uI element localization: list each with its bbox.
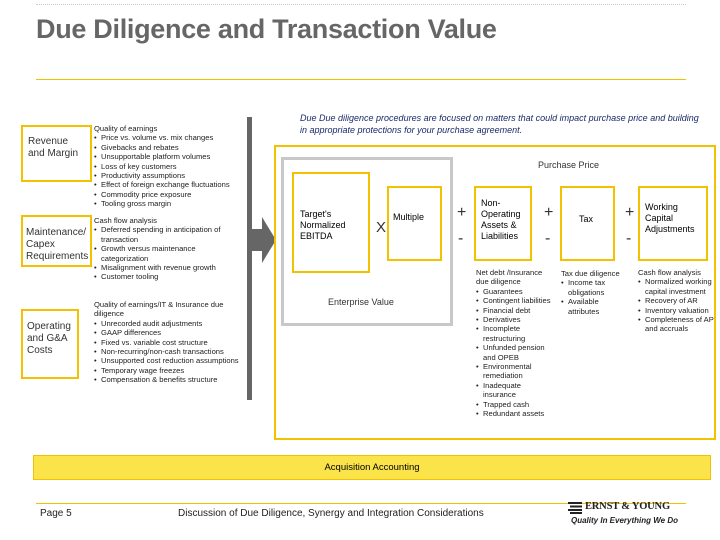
list-item: Guarantees [476,287,556,297]
working-capital-detail-list: Normalized working capital investment Re… [638,277,714,333]
list-item: Growth versus maintenance categorization [94,244,244,263]
minus-sign: - [626,230,632,247]
list-item: Commodity price exposure [94,190,244,200]
list-item: Contingent liabilities [476,296,556,306]
page-title: Due Diligence and Transaction Value [36,14,497,44]
list-item: Unrecorded audit adjustments [94,319,244,329]
list-item: Non-recurring/non-cash transactions [94,347,244,357]
enterprise-value-frame [281,157,453,326]
logo-mark-icon [568,502,582,514]
divider-bar [247,117,252,400]
list-item: Tooling gross margin [94,199,244,209]
list-item: Compensation & benefits structure [94,375,244,385]
list-item: Productivity assumptions [94,171,244,181]
list-item: Customer tooling [94,272,244,282]
list-item: Misalignment with revenue growth [94,263,244,273]
logo-tagline: Quality In Everything We Do [571,516,678,525]
plus-sign: + [625,204,635,221]
capex-detail: Cash flow analysis Deferred spending in … [94,216,244,282]
acquisition-accounting-bar: Acquisition Accounting [33,455,711,480]
tax-detail-heading: Tax due diligence [561,269,620,278]
list-item: Givebacks and rebates [94,143,244,153]
capex-detail-heading: Cash flow analysis [94,216,157,225]
enterprise-value-label: Enterprise Value [328,297,394,307]
minus-sign: - [545,230,551,247]
list-item: Fixed vs. variable cost structure [94,338,244,348]
footer-title: Discussion of Due Diligence, Synergy and… [178,508,484,519]
ebitda-box: Target's Normalized EBITDA [292,172,370,273]
tax-box: Tax [560,186,615,261]
operating-detail-heading: Quality of earnings/IT & Insurance due d… [94,300,224,319]
tax-detail-list: Income tax obligations Available attribu… [561,278,631,316]
plus-sign: + [457,204,467,221]
purchase-price-label: Purchase Price [538,160,600,170]
capex-detail-list: Deferred spending in anticipation of tra… [94,225,244,282]
list-item: Price vs. volume vs. mix changes [94,133,244,143]
top-dotted-rule [36,4,686,5]
list-item: Unsupported cost reduction assumptions [94,356,244,366]
list-item: Unsupportable platform volumes [94,152,244,162]
non-operating-detail: Net debt /Insurance due diligence Guaran… [476,268,556,419]
non-operating-box: Non-Operating Assets & Liabilities [474,186,532,261]
footer-rule [36,503,686,504]
list-item: Redundant assets [476,409,556,419]
list-item: Trapped cash [476,400,556,410]
tax-detail: Tax due diligence Income tax obligations… [561,269,631,316]
category-capex-box: Maintenance/ Capex Requirements [21,215,92,267]
category-revenue-box: Revenue and Margin [21,125,92,182]
title-underline [36,79,686,80]
list-item: Derivatives [476,315,556,325]
non-operating-detail-heading: Net debt /Insurance due diligence [476,268,543,287]
list-item: Unfunded pension and OPEB [476,343,556,362]
flow-arrow-icon [252,217,276,263]
revenue-detail: Quality of earnings Price vs. volume vs.… [94,124,244,209]
list-item: Income tax obligations [561,278,631,297]
list-item: Normalized working capital investment [638,277,714,296]
list-item: Available attributes [561,297,631,316]
plus-sign: + [544,204,554,221]
times-sign: X [376,219,387,236]
list-item: Loss of key customers [94,162,244,172]
list-item: Deferred spending in anticipation of tra… [94,225,244,244]
revenue-detail-list: Price vs. volume vs. mix changes Givebac… [94,133,244,209]
list-item: Effect of foreign exchange fluctuations [94,180,244,190]
list-item: Environmental remediation [476,362,556,381]
working-capital-detail-heading: Cash flow analysis [638,268,701,277]
list-item: Recovery of AR [638,296,714,306]
category-operating-box: Operating and G&A Costs [21,309,79,379]
page-number: Page 5 [40,508,72,519]
working-capital-detail: Cash flow analysis Normalized working ca… [638,268,714,334]
list-item: Financial debt [476,306,556,316]
multiple-box: Multiple [387,186,442,261]
non-operating-detail-list: Guarantees Contingent liabilities Financ… [476,287,556,419]
logo-wordmark: ERNST & YOUNG [585,501,670,512]
list-item: GAAP differences [94,328,244,338]
list-item: Temporary wage freezes [94,366,244,376]
working-capital-box: Working Capital Adjustments [638,186,708,261]
operating-detail-list: Unrecorded audit adjustments GAAP differ… [94,319,244,385]
revenue-detail-heading: Quality of earnings [94,124,158,133]
intro-text: Due Due diligence procedures are focused… [300,113,699,135]
list-item: Incomplete restructuring [476,324,556,343]
list-item: Inventory valuation [638,306,714,316]
list-item: Completeness of AP and accruals [638,315,714,334]
minus-sign: - [458,230,464,247]
ernst-young-logo: ERNST & YOUNG Quality In Everything We D… [568,501,688,531]
list-item: Inadequate insurance [476,381,556,400]
operating-detail: Quality of earnings/IT & Insurance due d… [94,300,244,385]
